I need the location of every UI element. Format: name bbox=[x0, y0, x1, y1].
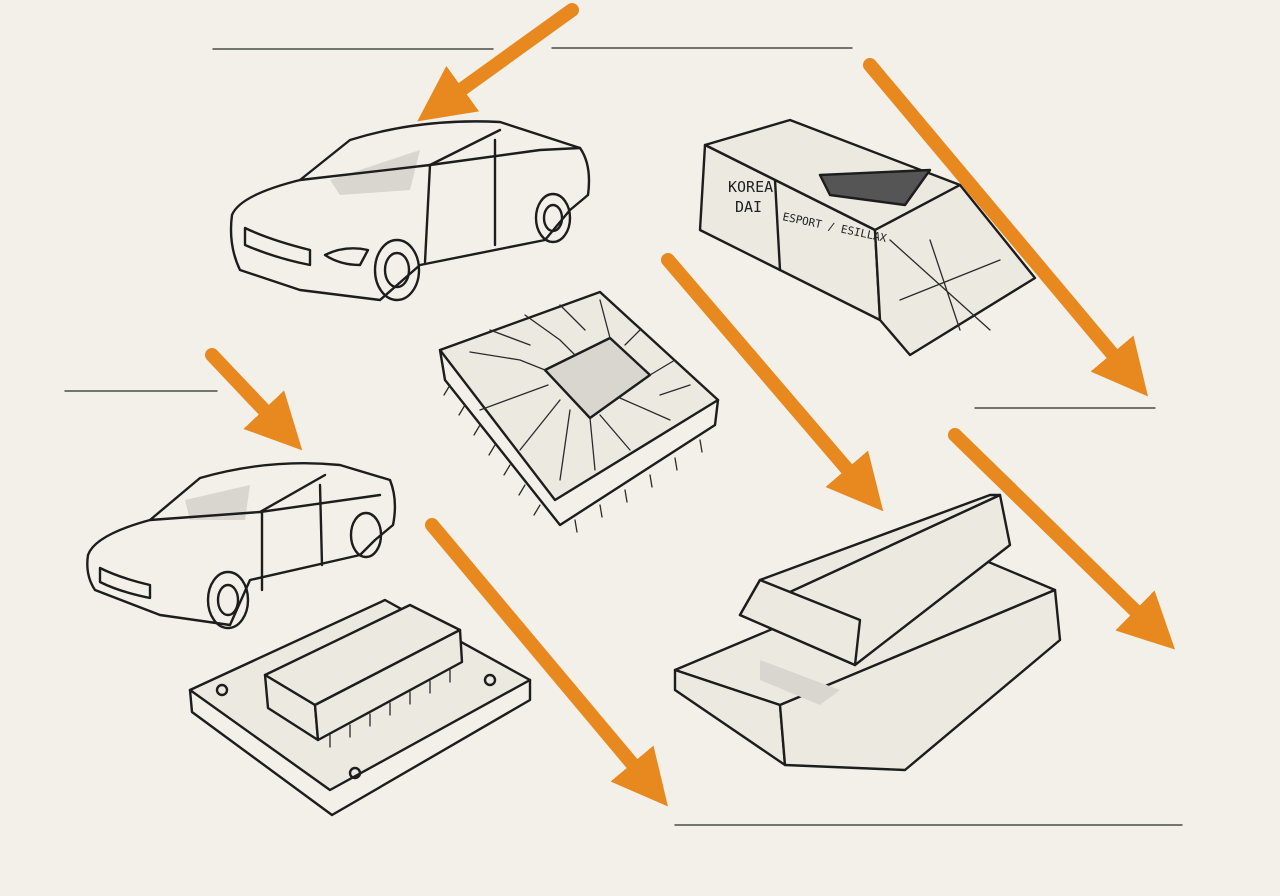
divider-lines bbox=[64, 47, 1183, 826]
car-large-icon bbox=[229, 120, 591, 302]
shipping-crate-icon: KOREA DAI ESPORT / ESILLAX bbox=[698, 118, 1037, 357]
flow-arrows bbox=[205, 3, 1176, 807]
arrow-icon bbox=[863, 58, 1148, 397]
microchip-icon bbox=[438, 290, 720, 533]
arrow-icon bbox=[417, 3, 579, 122]
arrow-icon bbox=[205, 348, 303, 451]
metal-ingot-stack-icon bbox=[673, 493, 1062, 772]
arrow-icon bbox=[425, 518, 668, 807]
car-small-icon bbox=[86, 461, 397, 630]
crate-label-line1: KOREA bbox=[728, 178, 773, 196]
arrow-icon bbox=[948, 428, 1176, 650]
arrow-icon bbox=[661, 253, 884, 512]
crate-label-line2: DAI bbox=[735, 198, 762, 216]
dip-chip-board-icon bbox=[188, 598, 532, 817]
